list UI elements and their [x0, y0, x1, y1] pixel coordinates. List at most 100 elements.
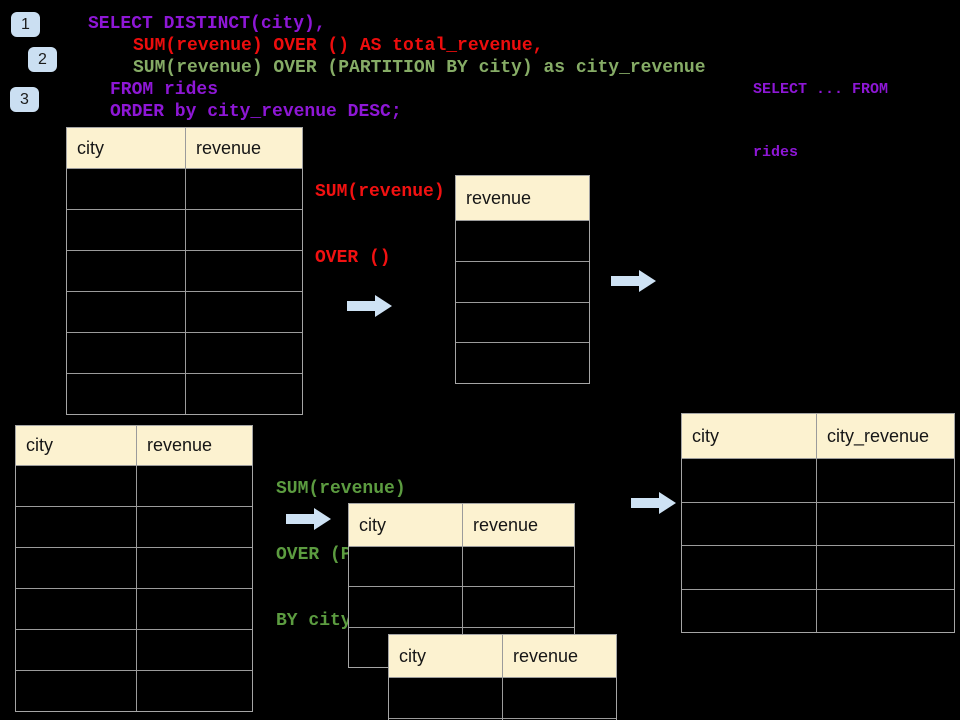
table-row	[67, 209, 302, 250]
table-row	[682, 501, 954, 545]
table-partition-overlay: city revenue	[388, 634, 617, 720]
annotation-line: OVER ()	[315, 248, 391, 268]
table-cell-empty	[817, 590, 954, 633]
annotation-line: SUM(revenue)	[315, 182, 445, 202]
table-cell-empty	[16, 548, 137, 588]
table-row	[67, 168, 302, 209]
table-row	[682, 545, 954, 589]
table-cell-empty	[463, 547, 574, 586]
column-header-city: city	[682, 414, 817, 458]
sql-line-order-by: ORDER by city_revenue DESC;	[110, 102, 402, 122]
table-cell-empty	[16, 466, 137, 506]
sql-line-select: SELECT DISTINCT(city),	[88, 14, 326, 34]
arrow-right-icon	[611, 269, 657, 293]
arrow-right-icon	[347, 294, 393, 318]
column-header-revenue: revenue	[466, 187, 532, 208]
table-row	[456, 260, 589, 302]
table-row	[349, 546, 574, 587]
table-cell-empty	[682, 459, 817, 502]
table-cell-empty	[186, 333, 302, 373]
column-header-city: city	[349, 504, 463, 546]
table-header-row: city revenue	[16, 426, 252, 465]
table-cell-empty	[349, 587, 463, 627]
column-header-revenue: revenue	[196, 137, 262, 158]
table-cell-empty	[137, 630, 252, 670]
table-row	[456, 342, 589, 383]
table-cell-empty	[137, 589, 252, 629]
table-row	[349, 586, 574, 627]
side-note-line1: SELECT ... FROM	[753, 81, 889, 98]
table-row	[67, 373, 302, 414]
table-cell-empty	[186, 251, 302, 291]
step-badge-3: 3	[10, 87, 39, 112]
column-header-revenue: revenue	[147, 435, 213, 455]
table-result-city-revenue: city city_revenue	[681, 413, 955, 633]
column-header-revenue: revenue	[513, 645, 579, 666]
sql-line-partition: SUM(revenue) OVER (PARTITION BY city) as…	[133, 58, 706, 78]
arrow-right-icon	[286, 507, 332, 531]
column-header-city: city	[67, 128, 186, 168]
table-row	[67, 291, 302, 332]
table-cell-empty	[16, 507, 137, 547]
annotation-line: SUM(revenue)	[276, 479, 406, 499]
side-note-select-from-rides: SELECT ... FROM rides	[753, 37, 888, 205]
table-cell-empty	[817, 546, 954, 589]
table-header-row: city revenue	[67, 128, 302, 168]
table-cell-empty	[16, 630, 137, 670]
table-cell-empty	[463, 587, 574, 626]
side-note-line2: rides	[753, 144, 799, 161]
table-row	[16, 588, 252, 629]
table-cell-empty	[67, 333, 186, 373]
table-cell-empty	[67, 210, 186, 250]
table-cell-empty	[67, 251, 186, 291]
table-row	[16, 506, 252, 547]
table-cell-empty	[817, 459, 954, 502]
table-cell-empty	[186, 210, 302, 250]
table-source-rides-bottom: city revenue	[15, 425, 253, 712]
table-cell-empty	[456, 343, 589, 383]
table-cell-empty	[186, 169, 302, 209]
column-header-city: city	[389, 635, 503, 677]
table-row	[16, 629, 252, 670]
table-row	[682, 458, 954, 502]
table-cell-empty	[503, 678, 616, 718]
table-row	[67, 332, 302, 373]
arrow-right-icon	[631, 491, 677, 515]
table-row	[682, 588, 954, 633]
table-cell-empty	[682, 502, 817, 545]
table-row	[389, 677, 616, 718]
table-total-revenue: revenue	[455, 175, 590, 384]
table-row	[456, 220, 589, 261]
column-header-city-revenue: city_revenue	[827, 425, 930, 446]
table-cell-empty	[349, 547, 463, 587]
table-row	[67, 250, 302, 291]
table-cell-empty	[137, 507, 252, 547]
table-cell-empty	[67, 374, 186, 414]
annotation-total-revenue: SUM(revenue) OVER ()	[315, 137, 445, 313]
table-cell-empty	[137, 548, 252, 588]
table-header-row: revenue	[456, 176, 589, 220]
table-cell-empty	[67, 292, 186, 332]
table-header-row: city revenue	[349, 504, 574, 546]
table-header-row: city revenue	[389, 635, 616, 677]
table-cell-empty	[137, 671, 252, 711]
table-cell-empty	[456, 303, 589, 343]
table-cell-empty	[186, 374, 302, 414]
table-cell-empty	[16, 589, 137, 629]
column-header-revenue: revenue	[473, 514, 539, 535]
step-badge-2: 2	[28, 47, 57, 72]
table-cell-empty	[186, 292, 302, 332]
table-row	[16, 465, 252, 506]
column-header-city: city	[16, 426, 137, 465]
table-source-rides-top: city revenue	[66, 127, 303, 415]
table-row	[16, 670, 252, 711]
table-cell-empty	[137, 466, 252, 506]
table-cell-empty	[16, 671, 137, 711]
table-cell-empty	[682, 589, 817, 632]
table-header-row: city city_revenue	[682, 414, 954, 458]
table-cell-empty	[456, 221, 589, 261]
table-cell-empty	[67, 169, 186, 209]
step-badge-1: 1	[11, 12, 40, 37]
table-row	[16, 547, 252, 588]
